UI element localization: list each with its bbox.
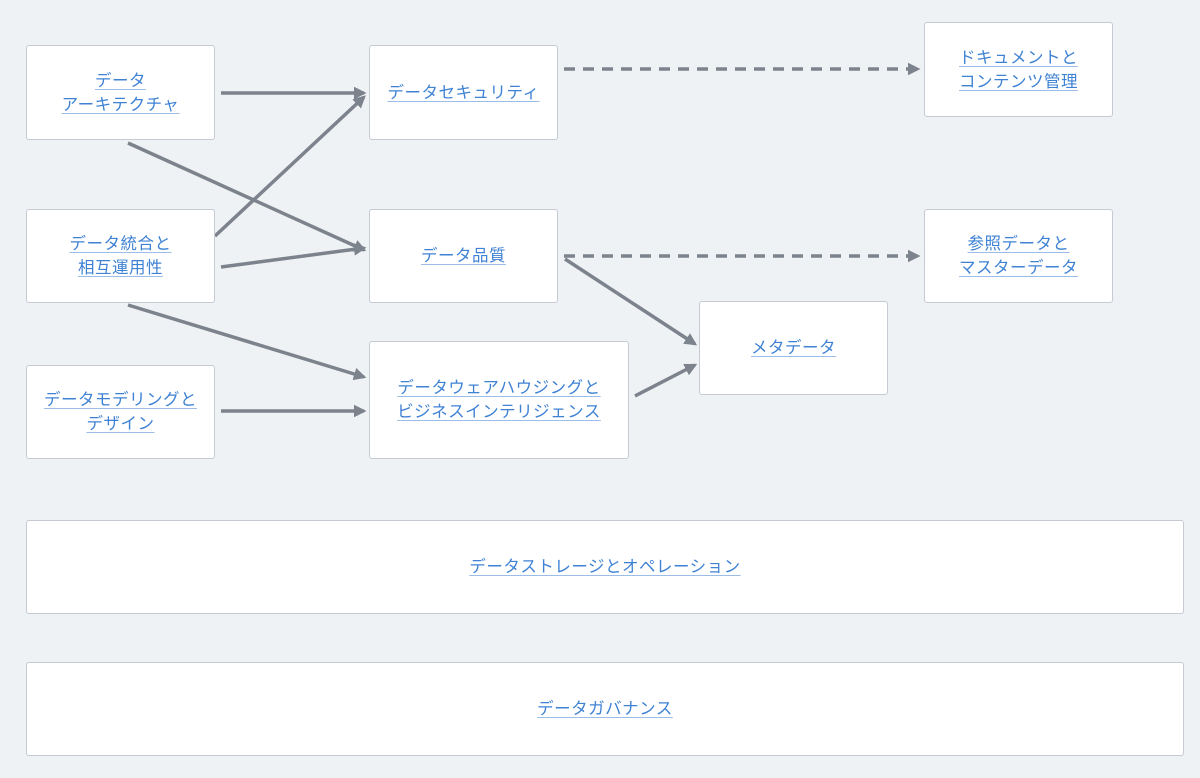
node-data-integration-label[interactable]: データ統合と 相互運用性 — [69, 234, 172, 277]
node-data-governance[interactable]: データガバナンス — [26, 662, 1184, 756]
node-data-governance-label[interactable]: データガバナンス — [537, 699, 673, 718]
node-data-quality[interactable]: データ品質 — [369, 209, 558, 303]
node-data-architecture-label[interactable]: データ アーキテクチャ — [61, 70, 180, 114]
arrow-data-integration-to-data-warehousing — [127, 303, 367, 381]
node-storage-operations[interactable]: データストレージとオペレーション — [26, 520, 1184, 614]
arrow-data-integration-to-data-quality — [220, 243, 367, 269]
arrow-data-integration-to-data-security — [213, 95, 366, 238]
node-data-modeling[interactable]: データモデリングと デザイン — [26, 365, 215, 459]
node-data-security-label[interactable]: データセキュリティ — [387, 82, 540, 102]
node-metadata[interactable]: メタデータ — [699, 301, 888, 395]
arrow-data-warehousing-to-metadata — [634, 363, 698, 398]
node-data-modeling-label[interactable]: データモデリングと デザイン — [44, 390, 197, 433]
node-document-content-label[interactable]: ドキュメントと コンテンツ管理 — [959, 47, 1078, 91]
node-storage-operations-label[interactable]: データストレージとオペレーション — [469, 557, 741, 576]
node-data-security[interactable]: データセキュリティ — [369, 45, 558, 140]
arrow-data-architecture-to-data-quality — [127, 141, 367, 252]
node-data-warehousing[interactable]: データウェアハウジングと ビジネスインテリジェンス — [369, 341, 629, 459]
node-data-warehousing-label[interactable]: データウェアハウジングと ビジネスインテリジェンス — [397, 378, 601, 421]
node-data-integration[interactable]: データ統合と 相互運用性 — [26, 209, 215, 303]
node-metadata-label[interactable]: メタデータ — [751, 338, 836, 357]
node-data-quality-label[interactable]: データ品質 — [421, 246, 506, 265]
node-reference-master[interactable]: 参照データと マスターデータ — [924, 209, 1113, 303]
node-data-architecture[interactable]: データ アーキテクチャ — [26, 45, 215, 140]
node-reference-master-label[interactable]: 参照データと マスターデータ — [959, 234, 1078, 277]
node-document-content[interactable]: ドキュメントと コンテンツ管理 — [924, 22, 1113, 117]
arrow-data-quality-to-metadata — [564, 257, 698, 346]
